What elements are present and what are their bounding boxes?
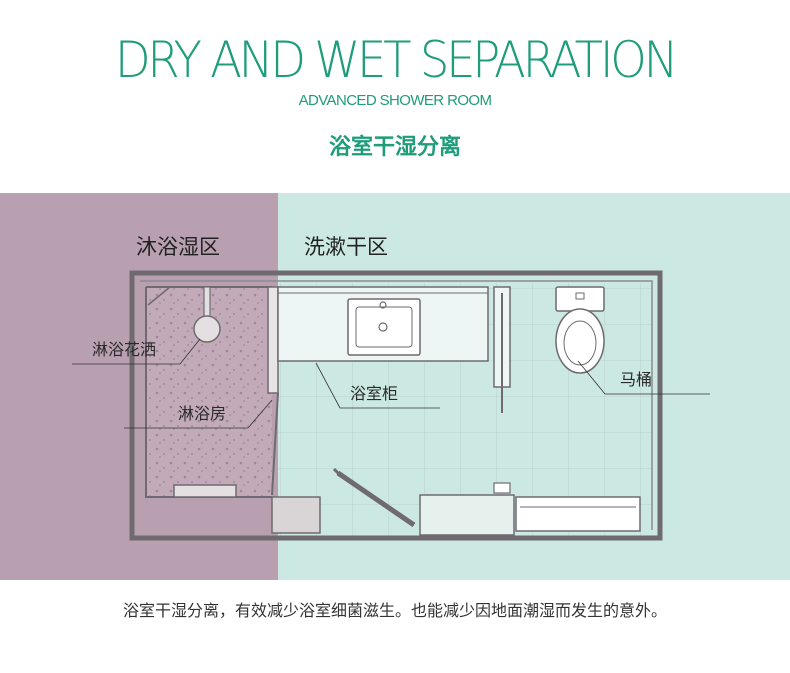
shower-head-label: 淋浴花洒	[92, 340, 157, 359]
bottom-shelf	[515, 496, 641, 532]
chinese-title: 浴室干湿分离	[328, 135, 461, 160]
shower-head-leader-diag	[179, 338, 201, 365]
toilet-seat	[563, 320, 597, 366]
page-title: DRY AND WET SEPARATION	[114, 31, 679, 89]
shower-partition	[267, 286, 279, 394]
shower-room-label: 淋浴房	[178, 404, 227, 423]
shower-room-leader-diag	[247, 399, 273, 429]
door-jamb	[332, 467, 344, 479]
sink-inner	[355, 306, 413, 348]
shower-pipe	[203, 286, 211, 320]
toilet-button	[575, 292, 585, 300]
bottom-cabinet	[419, 494, 515, 536]
drain-icon	[378, 322, 388, 332]
wet-zone-label: 沐浴湿区	[136, 235, 220, 259]
shower-head-icon	[193, 315, 221, 343]
vanity-leader-diag	[315, 362, 341, 409]
shower-bench	[173, 484, 237, 498]
toilet-leader-diag	[577, 360, 606, 395]
page-subtitle: ADVANCED SHOWER ROOM	[298, 92, 492, 109]
faucet-icon	[379, 301, 387, 309]
shower-corner-line	[147, 286, 171, 306]
shower-threshold	[271, 496, 321, 534]
floor-plan: 沐浴湿区 洗漱干区 淋浴花洒 淋浴房 浴室柜 马桶	[0, 193, 790, 580]
shower-glass-door	[271, 392, 279, 496]
outer-wall	[129, 270, 663, 541]
inner-wall-line	[140, 280, 653, 530]
door-leaf	[336, 470, 416, 528]
vanity-label: 浴室柜	[350, 384, 399, 403]
small-fixture	[493, 482, 511, 494]
toilet-label: 马桶	[620, 370, 653, 389]
caption-text: 浴室干湿分离，有效减少浴室细菌滋生。也能减少因地面潮湿而发生的意外。	[122, 601, 667, 620]
dry-zone-label: 洗漱干区	[304, 235, 388, 259]
floor-plan-drawing	[0, 193, 790, 580]
